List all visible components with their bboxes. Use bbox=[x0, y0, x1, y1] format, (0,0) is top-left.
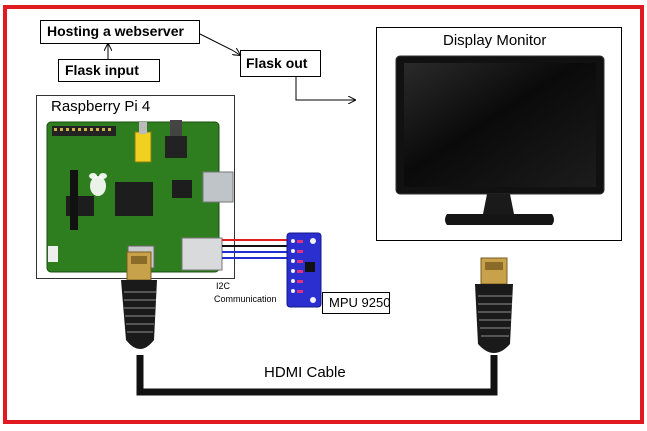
arrow-hosting-to-flask-out bbox=[199, 33, 240, 55]
flask-input-box: Flask input bbox=[58, 59, 160, 82]
mpu-label: MPU 9250 bbox=[329, 295, 391, 310]
hosting-webserver-box: Hosting a webserver bbox=[40, 20, 200, 44]
hdmi-plug-icon-left bbox=[121, 251, 157, 349]
flask-out-box: Flask out bbox=[240, 50, 321, 77]
i2c-label: I2C bbox=[216, 281, 231, 291]
raspberry-pi-label: Raspberry Pi 4 bbox=[51, 98, 151, 115]
flask-input-label: Flask input bbox=[65, 62, 139, 78]
display-monitor-label: Display Monitor bbox=[443, 32, 547, 49]
mpu-label-box: MPU 9250 bbox=[322, 292, 390, 314]
hdmi-cable-label: HDMI Cable bbox=[264, 364, 346, 381]
hosting-webserver-label: Hosting a webserver bbox=[47, 23, 184, 39]
arrow-flask-out-to-monitor bbox=[295, 75, 355, 100]
flask-out-label: Flask out bbox=[246, 55, 308, 71]
hdmi-plug-icon-right bbox=[475, 257, 513, 353]
communication-label: Communication bbox=[214, 294, 277, 304]
